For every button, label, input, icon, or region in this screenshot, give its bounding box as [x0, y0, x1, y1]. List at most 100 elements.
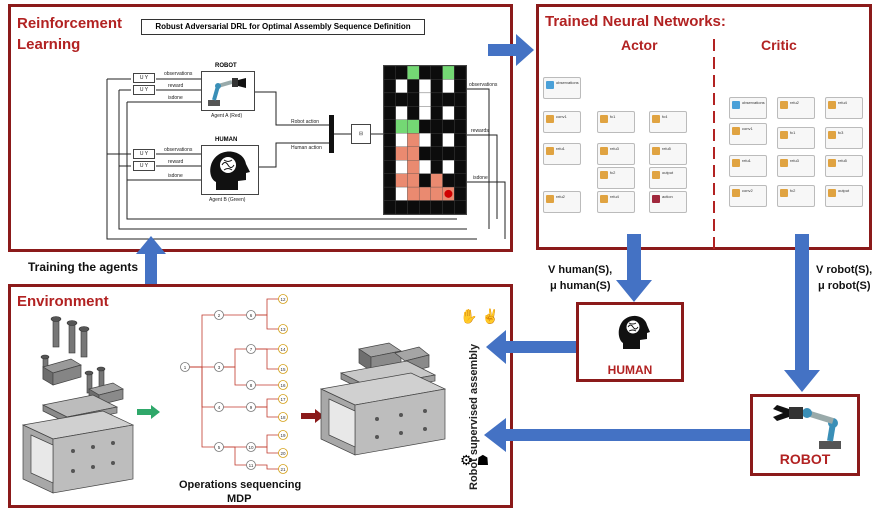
human-reward-uy-block: U Y: [133, 161, 155, 171]
robot-obs-uy-block: U Y: [133, 73, 155, 83]
actor-layer: relu1: [543, 143, 581, 165]
robot-arm-icon: [773, 405, 841, 449]
grid-environment-block: [383, 65, 467, 215]
mdp-node: [278, 380, 288, 390]
mdp-edge: [251, 406, 283, 418]
exploded-assembly-image: [21, 316, 135, 494]
grid-cell: [442, 133, 455, 147]
critic-layer: fc2: [777, 185, 815, 207]
robot-action-label: Robot action: [291, 119, 320, 125]
grid-cell: [442, 200, 455, 215]
mdp-node: [278, 394, 288, 404]
grid-cell: [418, 65, 432, 80]
mdp-node-label: 14: [280, 347, 286, 352]
human-head-brain-icon: [210, 151, 250, 190]
robot-agent-caption: Agent A (Red): [211, 113, 243, 119]
grid-cell: [407, 119, 420, 134]
actor-layer: fc1: [597, 111, 635, 133]
grid-cell: [383, 106, 396, 120]
grid-cell: [418, 146, 432, 161]
grid-cell: [407, 133, 420, 147]
grid-cell: [430, 146, 443, 161]
env-out-rewards: rewards: [471, 128, 489, 134]
arrow-rl-to-nn: [488, 34, 534, 66]
robot-box-label: ROBOT: [779, 451, 831, 467]
robot-box: ROBOT: [750, 394, 860, 476]
grid-cell: [442, 119, 455, 134]
mdp-node: [278, 412, 288, 422]
mdp-edge: [219, 446, 251, 466]
critic-layer: fc1: [777, 127, 815, 149]
grid-cell: [383, 92, 396, 107]
mdp-node: [246, 310, 256, 320]
mdp-node-label: 1: [184, 365, 187, 370]
grid-cell: [442, 173, 455, 188]
arrow-dark-red: [301, 409, 324, 423]
mdp-label-line1: Operations sequencing: [179, 479, 302, 491]
grid-cell: [430, 186, 443, 201]
actor-layer: fc4: [649, 111, 687, 133]
mdp-node-label: 21: [280, 467, 286, 472]
grid-cell: [383, 119, 396, 134]
grid-cell: [383, 146, 396, 161]
grid-cell: [407, 160, 420, 174]
mdp-node: [278, 344, 288, 354]
human-hand-icon: ✌: [481, 308, 499, 324]
mdp-node-label: 7: [250, 347, 253, 352]
mdp-node: [278, 448, 288, 458]
robot-hand-icon: ✋: [460, 308, 478, 324]
mdp-node: [246, 402, 256, 412]
human-head-brain-icon: [618, 315, 650, 349]
mdp-node-label: 6: [250, 313, 253, 318]
grid-cell: [454, 173, 467, 188]
mdp-node-label: 20: [280, 451, 286, 456]
mdp-node-label: 9: [250, 405, 253, 410]
actor-layer: relu2: [543, 191, 581, 213]
grid-cell: [454, 160, 467, 174]
grid-cell: [407, 92, 420, 107]
robot-arm-icon: [208, 78, 246, 106]
grid-cell: [383, 65, 396, 80]
grid-cell: [418, 160, 432, 174]
human-agent-block: [201, 145, 259, 195]
rl-panel: Reinforcement Learning Robust Adversaria…: [8, 4, 513, 252]
grid-cell: [430, 106, 443, 120]
grid-cell: [418, 173, 432, 188]
mdp-node-label: 5: [218, 445, 221, 450]
env-out-isdone: isdone: [473, 175, 488, 181]
mdp-edge: [251, 314, 283, 330]
grid-cell: [407, 186, 420, 201]
rl-title-line1: Reinforcement: [17, 15, 123, 32]
arrow-green: [137, 405, 160, 419]
actor-layer: action: [649, 191, 687, 213]
grid-cell: [407, 65, 420, 80]
grid-cell: [454, 92, 467, 107]
grid-cell: [430, 200, 443, 215]
grid-cell: [395, 173, 408, 188]
mu-human-label: μ human(S): [550, 280, 611, 292]
human-box-label: HUMAN: [607, 363, 653, 377]
grid-cell: [430, 79, 443, 94]
grid-cell: [395, 200, 408, 215]
grid-cell: [430, 92, 443, 107]
grid-cell: [442, 160, 455, 174]
mdp-node: [278, 364, 288, 374]
grid-cell: [383, 200, 396, 215]
critic-layer: conv2: [729, 185, 767, 207]
arrow-robot-to-env: [484, 418, 750, 452]
grid-cell: [418, 200, 432, 215]
critic-layer: relu2: [777, 97, 815, 119]
actor-layer: relu4: [597, 191, 635, 213]
grid-cell: [407, 106, 420, 120]
grid-cell: [395, 106, 408, 120]
grid-cell: [395, 146, 408, 161]
mdp-edge: [219, 348, 251, 368]
robot-arm-small-icon: ⚙: [460, 452, 473, 468]
mdp-node-label: 8: [250, 383, 253, 388]
mdp-node: [278, 294, 288, 304]
grid-cell: [407, 79, 420, 94]
grid-cell: [418, 133, 432, 147]
grid-cell: [454, 186, 467, 201]
mdp-node: [246, 460, 256, 470]
